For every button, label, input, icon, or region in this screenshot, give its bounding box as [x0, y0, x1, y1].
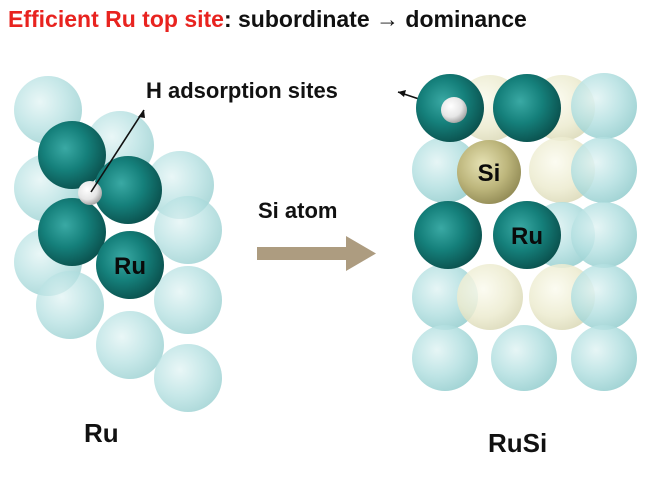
rusi-background-atom — [571, 264, 637, 330]
arrow-head — [346, 236, 376, 271]
ru-top-atom — [38, 121, 106, 189]
h-atom-rusi — [441, 97, 467, 123]
ru-background-atom — [154, 196, 222, 264]
rusi-surface-model: Si Ru — [412, 73, 637, 391]
si-atom-label-text: Si atom — [258, 198, 338, 223]
ru-surface-model: Ru — [14, 76, 222, 412]
ru-top-atom-labeled — [96, 231, 164, 299]
ru-background-atom — [154, 344, 222, 412]
rusi-caption: RuSi — [488, 428, 548, 458]
figure-title: Efficient Ru top site: subordinate → dom… — [8, 6, 658, 33]
arrow-shaft — [257, 247, 349, 260]
ru-atom-label-rusi: Ru — [511, 223, 543, 250]
rusi-top-ru-atom-labeled — [493, 201, 561, 269]
rusi-background-atom — [571, 73, 637, 139]
pointer-arrowhead-left — [138, 110, 145, 118]
pointer-arrowhead-right — [398, 90, 406, 97]
ru-background-atom — [36, 271, 104, 339]
rusi-top-ru-atom — [493, 74, 561, 142]
si-top-atom — [457, 140, 521, 204]
rusi-background-atom — [491, 325, 557, 391]
rusi-background-atom — [571, 325, 637, 391]
ru-caption: Ru — [84, 418, 119, 448]
rusi-background-atom — [571, 137, 637, 203]
si-atom-label: Si — [478, 160, 501, 187]
rusi-top-ru-atom — [414, 201, 482, 269]
title-highlight: Efficient Ru top site — [8, 6, 224, 32]
ru-top-atom — [94, 156, 162, 224]
h-atom-ru — [78, 181, 102, 205]
rusi-background-atom — [457, 264, 523, 330]
ru-atom-label: Ru — [114, 253, 146, 280]
rusi-background-atom — [571, 202, 637, 268]
title-rest: : subordinate → dominance — [223, 6, 527, 32]
h-adsorption-sites-label: H adsorption sites — [146, 78, 338, 103]
ru-background-atom — [96, 311, 164, 379]
pointer-line-left — [90, 109, 145, 193]
rusi-background-atom — [412, 325, 478, 391]
si-atom-arrow — [257, 236, 376, 271]
ru-top-atom — [38, 198, 106, 266]
ru-background-atom — [154, 266, 222, 334]
